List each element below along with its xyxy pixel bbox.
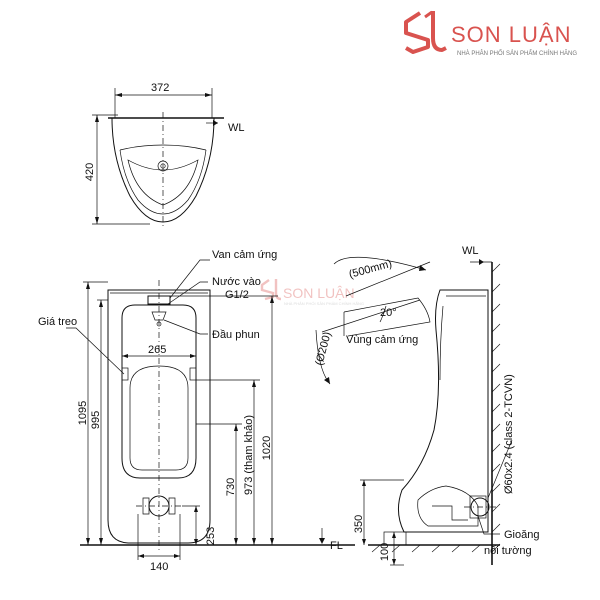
side-wl-label: WL <box>462 245 479 257</box>
watermark-name: SON LUẬN <box>283 285 355 301</box>
front-inner-width-dim: 265 <box>148 344 166 356</box>
front-drain-width-dim: 140 <box>150 561 168 573</box>
top-width-dim: 372 <box>151 82 169 94</box>
top-wl-label: WL <box>228 122 245 134</box>
front-drain-height-dim: 253 <box>205 527 217 545</box>
front-body-height-dim: 995 <box>90 411 102 429</box>
brand-name: SON LUẬN <box>451 22 571 47</box>
front-outlet-height-dim: 730 <box>225 478 237 496</box>
front-total-height-dim: 1095 <box>77 401 89 425</box>
top-depth-dim: 420 <box>84 163 96 181</box>
front-fl-label: FL <box>330 540 343 552</box>
label-sensor-zone: Vùng cảm ứng <box>346 334 418 346</box>
floor-hatch <box>371 544 481 553</box>
brand-tagline: NHÀ PHÂN PHỐI SẢN PHẨM CHÍNH HÃNG <box>457 50 577 57</box>
front-valve-height-dim: 1020 <box>261 436 273 460</box>
brand-watermark: SON LUẬN NHÀ PHÂN PHỐI SẢN PHẨM CHÍNH HÃ… <box>260 279 364 306</box>
logo-mark <box>404 10 447 54</box>
wall-hatch <box>491 263 501 553</box>
side-drain-height-dim: 350 <box>353 515 365 533</box>
side-angle-dim: 20° <box>380 307 397 319</box>
front-ref-height-dim: 973 (tham khảo) <box>243 415 255 495</box>
label-water-inlet: Nước vào <box>212 276 261 288</box>
label-spray-head: Đầu phun <box>212 329 260 341</box>
side-floor-gap-dim: 100 <box>379 543 391 561</box>
top-view: 372 420 WL <box>84 82 245 226</box>
label-hanger: Giá treo <box>38 316 77 328</box>
side-view: WL (500mm) (Ø200) 20° Vùng cảm ứng Ø60x2… <box>313 245 539 566</box>
label-wall-joint: nối tường <box>484 545 532 557</box>
front-view: FL 265 140 1095 <box>38 249 355 573</box>
label-sensor-valve: Van cảm ứng <box>212 249 277 261</box>
label-gasket: Gioăng <box>504 529 539 541</box>
brand-logo: SON LUẬN NHÀ PHÂN PHỐI SẢN PHẨM CHÍNH HÃ… <box>404 10 577 57</box>
label-pipe-spec: Ø60x2.4 (class 2-TCVN) <box>503 374 515 494</box>
side-range-dim: (500mm) <box>348 258 394 281</box>
label-inlet-size: G1/2 <box>225 289 249 301</box>
watermark-tagline: NHÀ PHÂN PHỐI SẢN PHẨM CHÍNH HÃNG <box>284 301 364 306</box>
